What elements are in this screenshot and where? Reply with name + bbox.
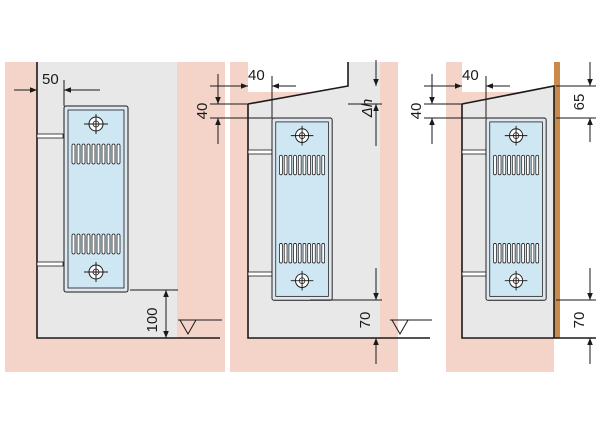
wall-outline <box>247 104 430 339</box>
dim-floor-gap: 100 <box>144 307 161 332</box>
bracket-top <box>36 133 64 139</box>
dim-floor-gap: 70 <box>357 312 374 329</box>
radiator <box>63 105 129 293</box>
bracket-bottom <box>36 261 64 267</box>
panel-1: 50 100 <box>5 62 225 372</box>
panel-3: 40 40 65 70 <box>408 62 596 372</box>
dim-vertical-gap: 40 <box>408 103 425 120</box>
dim-sill-offset: Δh <box>359 99 376 118</box>
dim-sill-offset: 65 <box>571 94 588 111</box>
dim-wall-gap: 40 <box>248 67 265 84</box>
bracket-bottom <box>461 271 487 277</box>
bracket-top <box>461 149 487 155</box>
sill-outline <box>461 85 555 338</box>
sill-cutout <box>462 62 554 92</box>
sill-cutout <box>248 62 348 92</box>
bracket-top <box>247 149 273 155</box>
dim-vertical-gap: 40 <box>194 103 211 120</box>
bracket-bottom <box>247 271 273 277</box>
dim-floor-gap: 70 <box>571 312 588 329</box>
panel-strip <box>554 62 560 338</box>
wall-outline <box>461 104 596 339</box>
dim-wall-gap: 50 <box>42 71 59 88</box>
sill-outline <box>247 62 349 105</box>
radiator <box>485 117 547 301</box>
panel-2: 40 40 Δh 70 <box>194 60 432 372</box>
dim-wall-gap: 40 <box>462 67 479 84</box>
radiator <box>271 117 333 301</box>
wall-outline <box>36 62 220 339</box>
